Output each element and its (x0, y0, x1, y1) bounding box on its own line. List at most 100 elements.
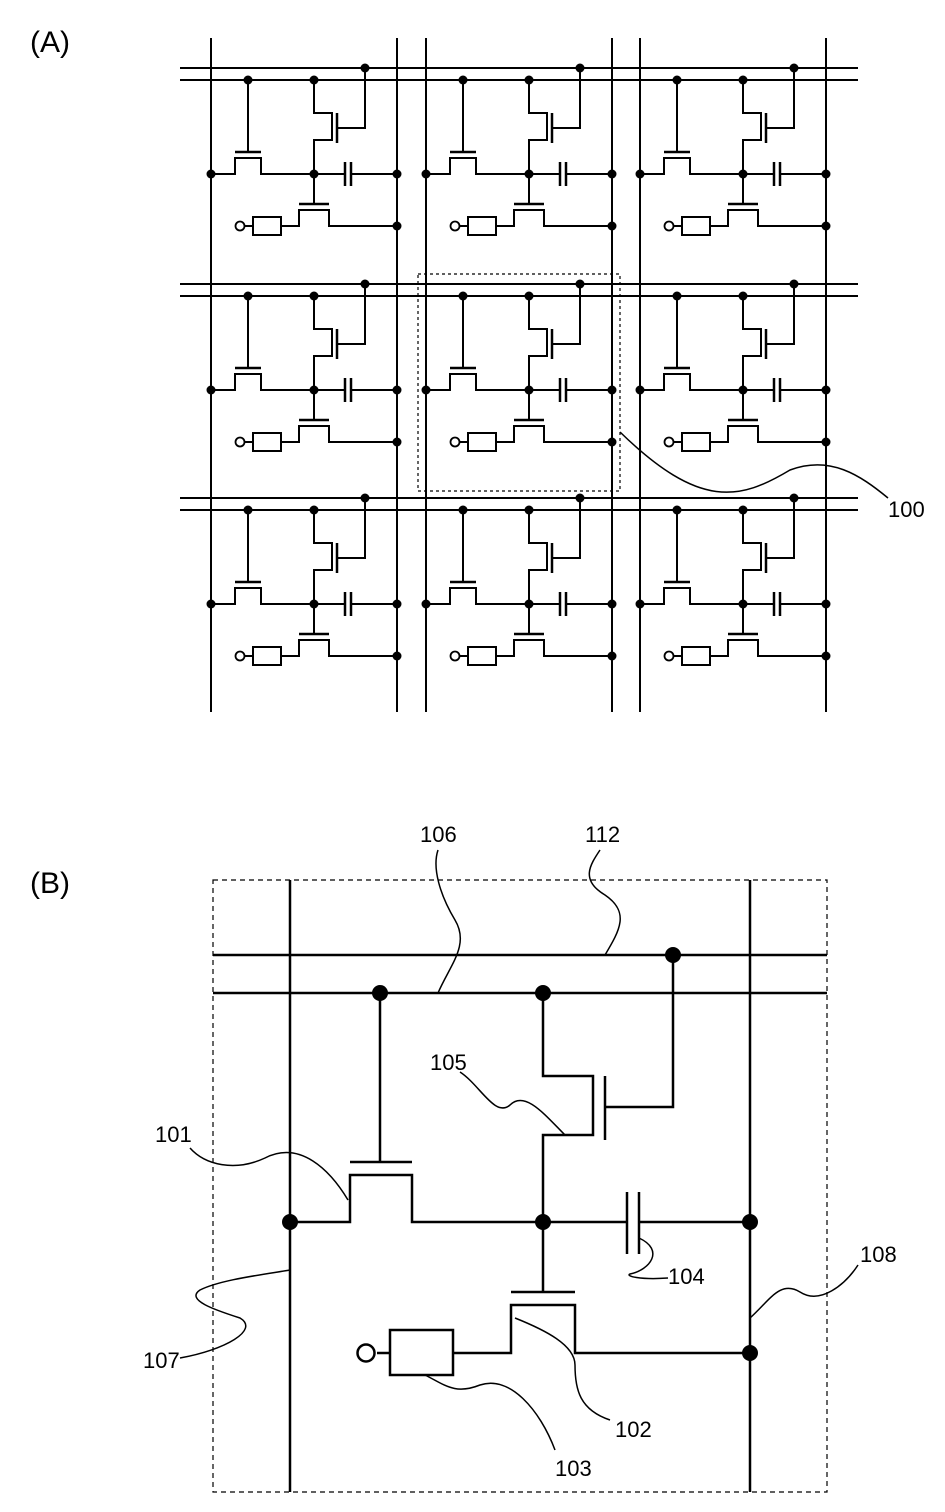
junction-dot (525, 600, 534, 609)
pixel-array (180, 38, 858, 712)
junction-dot (393, 170, 402, 179)
terminal-circle (451, 652, 460, 661)
transistor-channel (211, 588, 314, 604)
junction-dot (361, 280, 370, 289)
junction-dot (361, 64, 370, 73)
junction-dot (739, 386, 748, 395)
pixel-cell (207, 280, 402, 452)
junction-dot (361, 494, 370, 503)
panel-b: (B) (30, 822, 897, 1492)
transistor-channel (640, 588, 743, 604)
element-box (468, 647, 496, 665)
junction-dot (207, 170, 216, 179)
junction-dot (608, 386, 617, 395)
junction-dot (525, 506, 534, 515)
gate-line (552, 68, 580, 128)
transistor-channel (314, 510, 332, 604)
transistor-channel (426, 374, 529, 390)
junction-dot (608, 600, 617, 609)
gate-line (766, 498, 794, 558)
junction-dot (739, 76, 748, 85)
pixel-cell (636, 64, 831, 236)
terminal-circle (665, 438, 674, 447)
ref-102: 102 (615, 1417, 652, 1442)
transistor-105 (543, 955, 673, 1222)
transistor-channel (743, 296, 761, 390)
transistor-channel (496, 210, 612, 226)
ref-103: 103 (555, 1456, 592, 1481)
ref-112: 112 (585, 822, 620, 847)
ref-label-100: 100 (888, 497, 925, 522)
junction-dot (393, 652, 402, 661)
terminal-circle (236, 222, 245, 231)
junction-dot (310, 170, 319, 179)
leader-lines (180, 850, 858, 1450)
terminal-circle (451, 438, 460, 447)
junction-dot (207, 600, 216, 609)
capacitor-104 (543, 1192, 750, 1254)
element-103 (358, 1330, 454, 1375)
ref-104: 104 (668, 1264, 705, 1289)
transistor-channel (281, 426, 397, 442)
junction-dot (393, 386, 402, 395)
element-box (682, 217, 710, 235)
junction-dot (576, 64, 585, 73)
junction-dot (608, 438, 617, 447)
transistor-channel (314, 296, 332, 390)
junction-dot (608, 222, 617, 231)
panel-b-label: (B) (30, 867, 70, 900)
junction-dot (244, 76, 253, 85)
transistor-channel (529, 80, 547, 174)
junction-dot (310, 76, 319, 85)
transistor-channel (710, 640, 826, 656)
junction-dot (576, 494, 585, 503)
pixel-cell (207, 64, 402, 236)
leader-104 (629, 1238, 668, 1279)
junction-dot (739, 292, 748, 301)
transistor-channel (281, 640, 397, 656)
terminal-circle (665, 222, 674, 231)
junction-dot (790, 64, 799, 73)
pixel-cell (636, 280, 831, 452)
junction-dot (525, 170, 534, 179)
element-box (468, 433, 496, 451)
junction-dot (244, 506, 253, 515)
junction-dot (739, 170, 748, 179)
terminal-circle (665, 652, 674, 661)
transistor-channel (281, 210, 397, 226)
junctions (282, 947, 758, 1361)
transistor-channel (743, 80, 761, 174)
junction-dot (422, 170, 431, 179)
junction-dot (608, 652, 617, 661)
transistor-102 (453, 1222, 750, 1353)
junction-dot (422, 600, 431, 609)
pixel-cell (207, 494, 402, 666)
pixel-boundary (213, 880, 827, 1492)
leader-105 (460, 1072, 565, 1135)
transistor-channel (710, 426, 826, 442)
junction-dot (673, 76, 682, 85)
junction-dot (310, 600, 319, 609)
junction-dot (822, 386, 831, 395)
ref-108: 108 (860, 1242, 897, 1267)
junction-dot (207, 386, 216, 395)
transistor-channel (529, 510, 547, 604)
ref-101: 101 (155, 1122, 192, 1147)
junction-dot (525, 386, 534, 395)
junction-dot (636, 386, 645, 395)
transistor-channel (743, 510, 761, 604)
transistor-channel (426, 158, 529, 174)
junction-dot (636, 600, 645, 609)
transistor-channel (426, 588, 529, 604)
leader-106 (436, 850, 460, 993)
transistor-channel (529, 296, 547, 390)
junction-dot (459, 506, 468, 515)
gate-line (552, 498, 580, 558)
junction-dot (636, 170, 645, 179)
gate-line (552, 284, 580, 344)
pixel-cell (422, 280, 617, 452)
junction-dot (822, 222, 831, 231)
leader-101 (190, 1148, 348, 1200)
junction-dot (393, 600, 402, 609)
junction-dot (673, 292, 682, 301)
